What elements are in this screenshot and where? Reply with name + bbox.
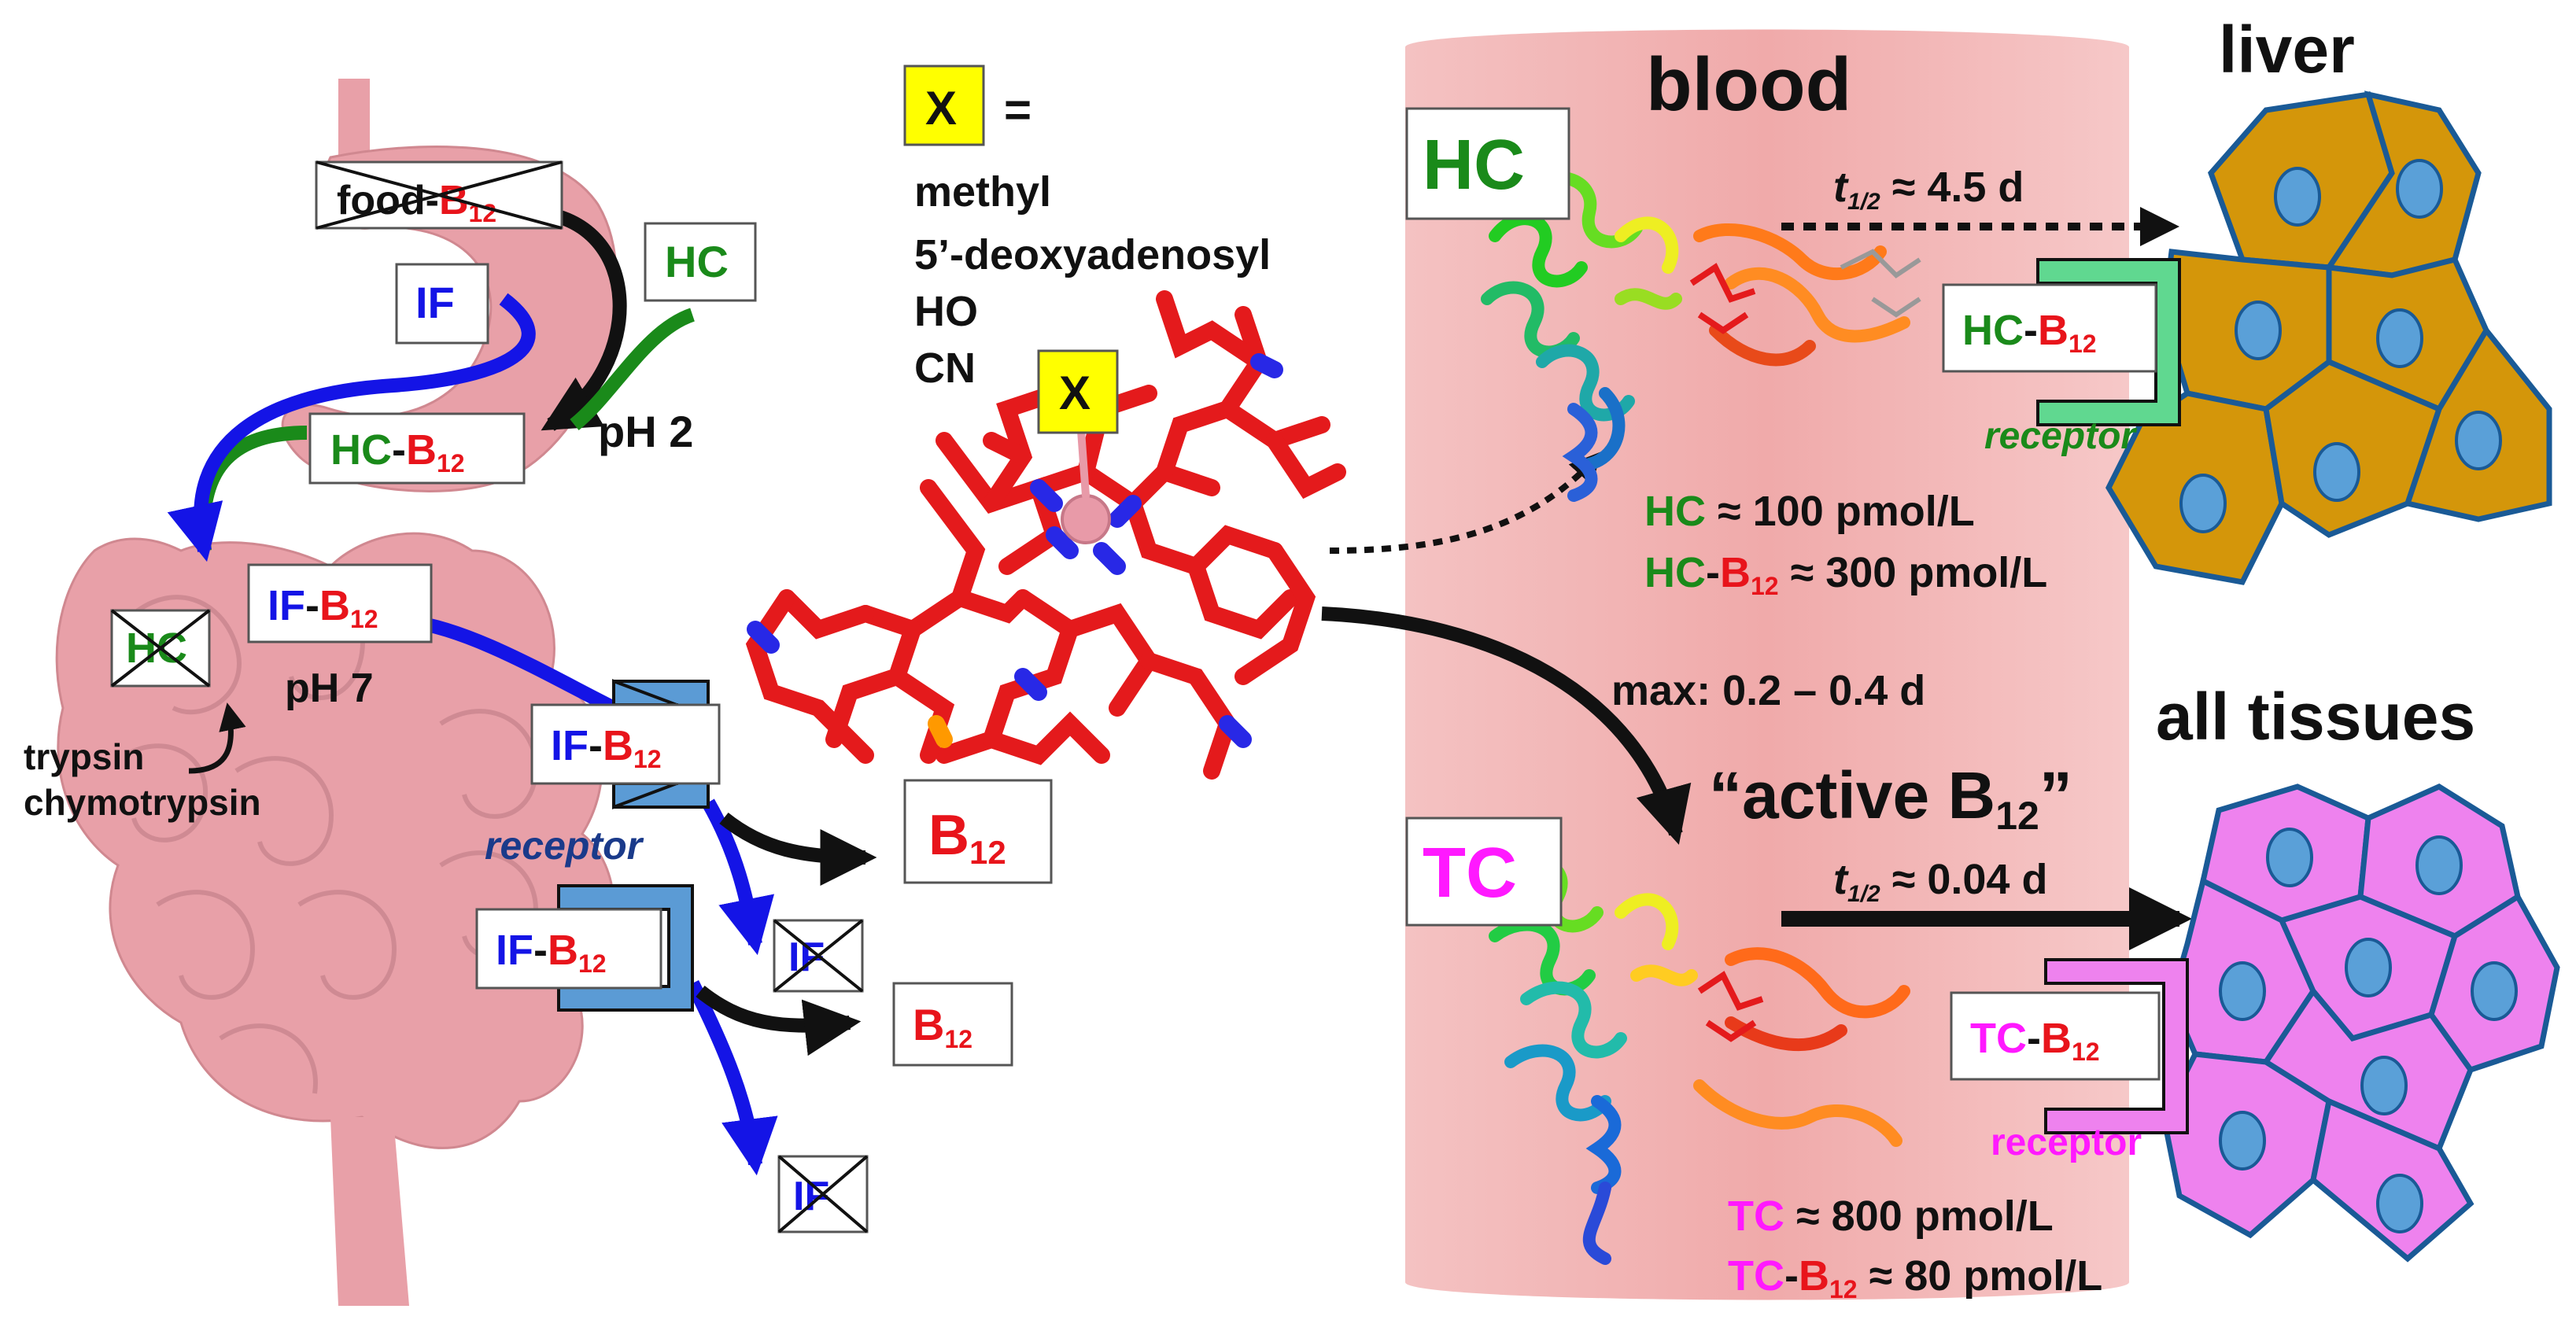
x-item: HO (914, 288, 978, 335)
hc-concentration: HC ≈ 100 pmol/L (1644, 488, 1975, 535)
hc-receptor (2036, 258, 2181, 426)
x-item: methyl (914, 168, 1051, 216)
hc-ligand-gray (1840, 249, 1921, 318)
b12-released-arrow-1 (719, 812, 877, 886)
food-b12-path-arrow (534, 205, 627, 431)
if-released-arrow-1 (702, 798, 775, 956)
if-b12-box-receptor-2: IF-B12 (475, 908, 662, 990)
max-time-label: max: 0.2 – 0.4 d (1611, 667, 1925, 714)
b12-box-released-2: B12 (892, 982, 1013, 1067)
x-key-box (903, 65, 985, 146)
tc-ligand-sticks (1697, 971, 1764, 1042)
hc-b12-box-stomach: HC-B12 (308, 412, 526, 485)
if-b12-box-duodenum: IF-B12 (247, 563, 433, 643)
liver-half-life: t1/2 ≈ 4.5 d (1833, 164, 2024, 215)
svg-text:IF-B12: IF-B12 (551, 722, 662, 773)
hc-ligand-sticks (1689, 263, 1756, 334)
svg-text:HC: HC (665, 237, 729, 286)
b12-released-arrow-2 (696, 985, 862, 1056)
trypsin-label: trypsin (24, 736, 144, 777)
b12-box-released-1: B12 (903, 779, 1053, 884)
esophagus (338, 79, 370, 173)
if-b12-to-receptor-arrow (408, 614, 618, 715)
svg-text:B12: B12 (913, 1000, 972, 1053)
if-path-arrow (167, 293, 536, 562)
all-tissues-title: all tissues (2156, 680, 2475, 754)
if-released-arrow-2 (685, 979, 778, 1176)
if-degraded-box-1: IF (773, 919, 864, 993)
x-item: 5’-deoxyadenosyl (914, 231, 1271, 278)
tissue-cells (2161, 783, 2560, 1263)
svg-text:X: X (1059, 367, 1091, 419)
trypsin-arrow (188, 702, 246, 774)
tissues-receptor-label: receptor (1991, 1122, 2142, 1163)
ph7-label: pH 7 (285, 666, 374, 711)
tc-b12-box-tissues: TC-B12 (1950, 991, 2161, 1081)
food-b12-box: food-B12 (315, 160, 563, 230)
liver-receptor-label: receptor (1984, 415, 2137, 457)
b12-to-hc-dotted-arrow (1329, 452, 1602, 554)
svg-text:=: = (1004, 83, 1032, 136)
hc-blood-box: HC (1405, 107, 1570, 220)
svg-text:HC-B12: HC-B12 (1962, 307, 2097, 358)
intestinal-receptor-label: receptor (485, 824, 644, 868)
active-b12-label: “active B12” (1709, 758, 2072, 838)
svg-text:B12: B12 (928, 804, 1006, 871)
svg-text:TC-B12: TC-B12 (1970, 1015, 2100, 1066)
hc-box-stomach: HC (644, 222, 757, 302)
tc-concentration: TC ≈ 800 pmol/L (1728, 1193, 2054, 1240)
svg-text:TC: TC (1423, 834, 1517, 913)
blood-title: blood (1646, 42, 1851, 127)
if-box-stomach: IF (395, 263, 489, 345)
hc-b12-box-liver: HC-B12 (1942, 283, 2157, 373)
b12-to-tc-arrow (1321, 607, 1692, 845)
liver-title: liver (2219, 13, 2355, 87)
hc-degraded-box: HC (110, 609, 211, 688)
tc-blood-box: TC (1405, 817, 1563, 927)
liver-nuclei (2179, 159, 2502, 533)
chymotrypsin-label: chymotrypsin (24, 782, 261, 823)
hc-path-curve (570, 308, 696, 431)
tissues-half-life: t1/2 ≈ 0.04 d (1833, 856, 2047, 907)
tc-b12-concentration: TC-B12 ≈ 80 pmol/L (1728, 1252, 2102, 1303)
tissue-nuclei (2219, 828, 2518, 1233)
x-legend: X = methyl 5’-deoxyadenosyl HO CN (903, 65, 1271, 392)
rectum (330, 1117, 409, 1306)
intestinal-coils (124, 583, 538, 1094)
if-b12-box-receptor-1: IF-B12 (530, 703, 721, 785)
svg-text:IF-B12: IF-B12 (268, 582, 378, 633)
ph2-label: pH 2 (598, 407, 693, 456)
cobalt-atom (1061, 494, 1111, 544)
x-item: CN (914, 345, 976, 392)
svg-text:HC: HC (126, 625, 187, 672)
if-degraded-box-2: IF (777, 1155, 869, 1233)
x-ligand-box: X (1037, 349, 1119, 434)
hc-b12-concentration: HC-B12 ≈ 300 pmol/L (1644, 549, 2047, 600)
stomach (281, 146, 618, 492)
svg-text:IF: IF (415, 278, 455, 327)
svg-text:X: X (925, 82, 957, 135)
tc-receptor (2044, 958, 2189, 1134)
svg-text:HC: HC (1423, 126, 1525, 205)
svg-text:IF-B12: IF-B12 (496, 927, 607, 978)
svg-text:HC-B12: HC-B12 (330, 426, 465, 477)
